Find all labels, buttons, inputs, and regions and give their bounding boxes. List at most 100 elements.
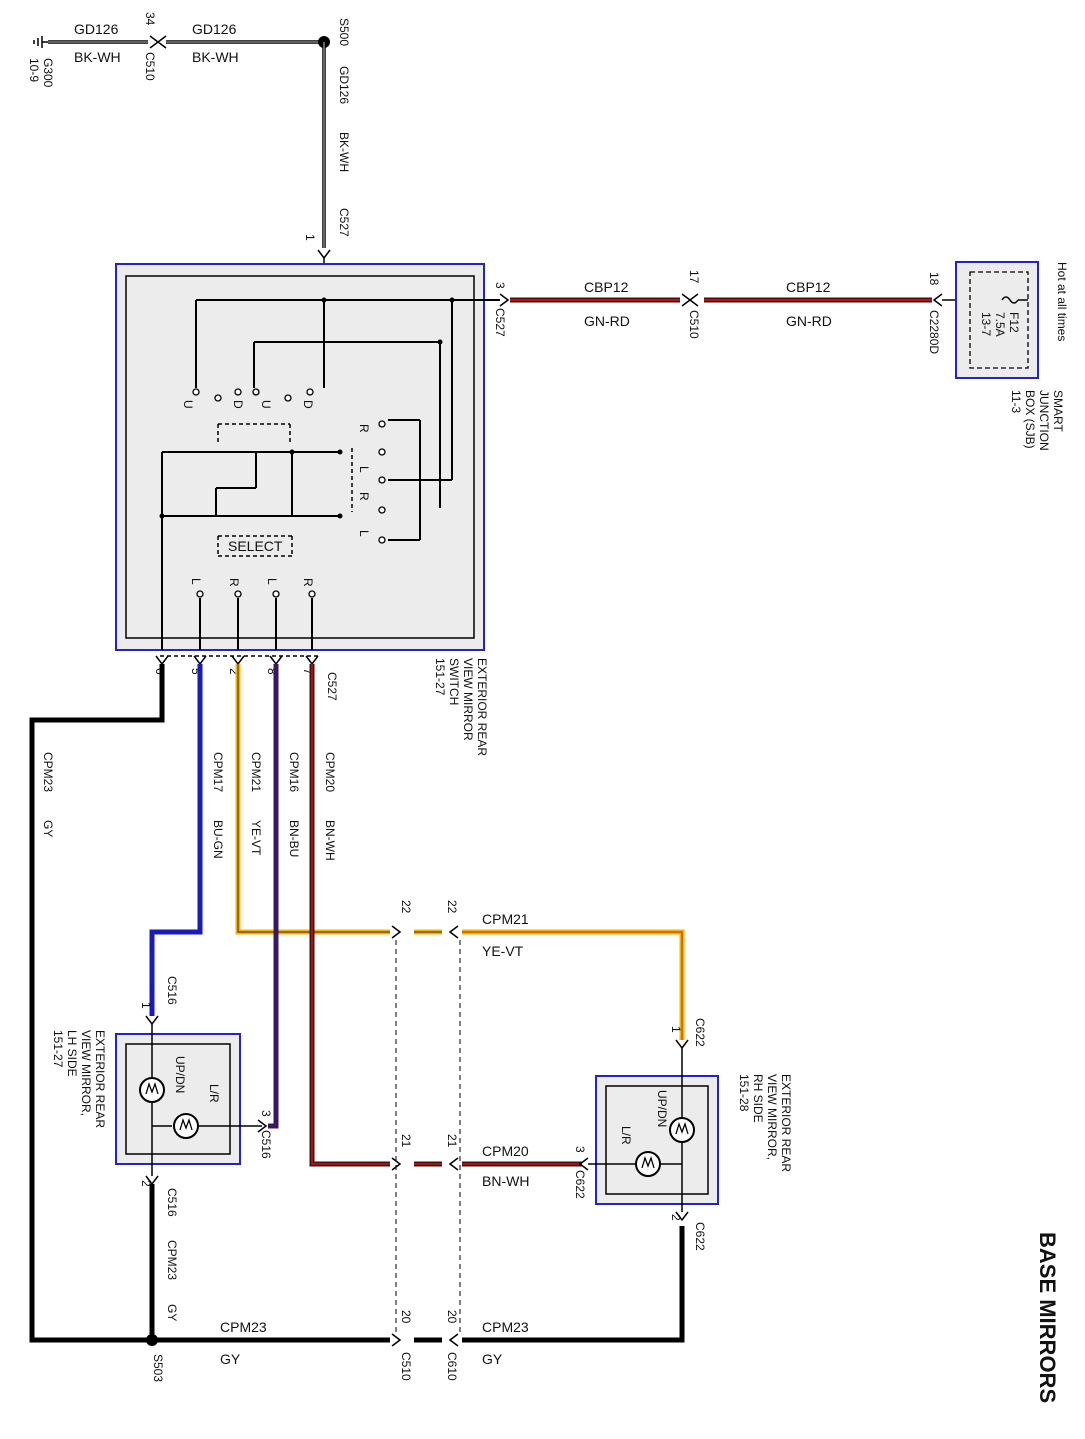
sjb-ref: 13-7 — [979, 312, 993, 336]
inline-cpm21-color: YE-VT — [482, 943, 524, 959]
inline-cpm20-wire: CPM20 — [482, 1143, 529, 1159]
rh-connector-bottom: C622 — [693, 1222, 707, 1251]
lh-name-line-3: LH SIDE — [65, 1030, 79, 1077]
inline-cpm20-pin-a: 21 — [399, 1134, 413, 1148]
lh-name-line-4: 151-27 — [51, 1030, 65, 1068]
cpm20-color: BN-WH — [323, 820, 337, 861]
vertical-feed-color: BK-WH — [337, 132, 351, 172]
lh-name-line-1: EXTERIOR REAR — [93, 1030, 107, 1128]
lh-name-line-2: VIEW MIRROR, — [79, 1030, 93, 1116]
sjb-name-line-2: JUNCTION — [1037, 390, 1051, 451]
inline-cpm20-pin-b: 21 — [445, 1134, 459, 1148]
switch-d-label-2: D — [301, 400, 315, 409]
lh-lr-label: L/R — [207, 1084, 221, 1103]
sjb-amps: 7.5A — [993, 312, 1007, 337]
mirror-switch: SELECT U D U D R L R L L R L R EXTERIOR … — [115, 263, 500, 756]
switch-name-line-3: SWITCH — [447, 658, 461, 705]
power-feed: 3 C527 CBP12 GN-RD 17 C510 CBP12 GN-RD 1… — [493, 270, 1002, 354]
lh-mirror: UP/DN L/R 1 C516 3 C516 2 C516 CPM23 GY … — [51, 976, 273, 1382]
diagram-title: BASE MIRRORS — [1035, 1232, 1060, 1403]
inline-cpm21-pin-b: 22 — [445, 900, 459, 914]
lh-updn-label: UP/DN — [173, 1056, 187, 1093]
c527-pin-3: 3 — [493, 282, 507, 289]
sjb-name-line-3: BOX (SJB) — [1023, 390, 1037, 449]
switch-l-label-bottom-2: L — [265, 578, 279, 585]
inline-cpm21-pin-a: 22 — [399, 900, 413, 914]
cpm20-wire: CPM20 — [323, 752, 337, 792]
lh-pin-2: 2 — [139, 1180, 153, 1187]
lh-connector-side: C516 — [259, 1130, 273, 1159]
sjb-name-line-4: 11-3 — [1009, 390, 1023, 413]
lh-bottom-color: GY — [165, 1304, 179, 1321]
lh-connector-bottom: C516 — [165, 1188, 179, 1217]
cpm23-left-wire: CPM23 — [41, 752, 55, 792]
switch-pin-2: 2 — [227, 668, 241, 675]
lh-bottom-wire: CPM23 — [165, 1240, 179, 1280]
switch-r-label-2: R — [357, 492, 371, 501]
cpm21-color: YE-VT — [249, 820, 263, 856]
switch-r-label-bottom-2: R — [301, 578, 315, 587]
rh-pin-2: 2 — [669, 1214, 683, 1221]
inline-cpm23-color-right: GY — [482, 1351, 503, 1367]
rh-name-line-2: VIEW MIRROR, — [765, 1074, 779, 1160]
rh-connector-top: C622 — [693, 1018, 707, 1047]
rh-updn-label: UP/DN — [655, 1090, 669, 1127]
switch-r-label-1: R — [357, 424, 371, 433]
rh-name-line-3: RH SIDE — [751, 1074, 765, 1123]
switch-l-label-bottom-1: L — [189, 578, 203, 585]
cbp12-wire-a: CBP12 — [584, 279, 629, 295]
rh-lr-label: L/R — [619, 1126, 633, 1145]
c510-right-label: C510 — [687, 310, 701, 339]
s500-label: S500 — [337, 18, 351, 46]
inline-cpm21-wire: CPM21 — [482, 911, 529, 927]
ground-id: G300 — [41, 58, 55, 88]
inline-cpm23-color-left: GY — [220, 1351, 241, 1367]
rh-name-line-4: 151-28 — [737, 1074, 751, 1112]
switch-name-line-4: 151-27 — [433, 658, 447, 696]
switch-pin-8: 8 — [265, 668, 279, 675]
lh-connector-top: C516 — [165, 976, 179, 1005]
switch-select-label: SELECT — [228, 538, 283, 554]
rh-pin-1: 1 — [669, 1026, 683, 1033]
inline-connectors: 22 22 CPM21 YE-VT 21 21 CPM20 BN-WH 20 2… — [150, 900, 685, 1381]
rh-name-line-1: EXTERIOR REAR — [779, 1074, 793, 1172]
lh-pin-3: 3 — [259, 1110, 273, 1117]
inline-c610-label: C610 — [445, 1352, 459, 1381]
inline-cpm23-wire-right: CPM23 — [482, 1319, 529, 1335]
ground-wire-color: BK-WH — [74, 49, 121, 65]
inline-c510-label: C510 — [399, 1352, 413, 1381]
c2280d-pin-18: 18 — [927, 272, 941, 286]
inline-cpm23-pin-a: 20 — [399, 1310, 413, 1324]
inline-cpm20-color: BN-WH — [482, 1173, 529, 1189]
cpm21-wire: CPM21 — [249, 752, 263, 792]
switch-pin-5: 5 — [189, 668, 203, 675]
rh-connector-side: C622 — [573, 1170, 587, 1199]
rh-mirror: UP/DN L/R 1 C622 3 C622 2 C622 EXTERIOR … — [573, 1018, 793, 1251]
switch-r-label-bottom-1: R — [227, 578, 241, 587]
output-wires: CPM23 GY CPM17 BU-GN CPM21 YE-VT CPM16 B… — [29, 664, 390, 1343]
c510-top-pin: 34 — [143, 12, 157, 26]
vertical-feed-pin: 1 — [303, 234, 317, 241]
ground-wire-name: GD126 — [74, 21, 119, 37]
cpm17-wire: CPM17 — [211, 752, 225, 792]
switch-l-label-2: L — [357, 530, 371, 537]
vertical-feed-wire: GD126 — [337, 66, 351, 104]
inline-cpm23-wire-left: CPM23 — [220, 1319, 267, 1335]
lh-pin-1: 1 — [139, 1002, 153, 1009]
sjb-fuse: F12 — [1007, 312, 1021, 333]
switch-pin-7: 7 — [301, 668, 315, 675]
vertical-feed-connector: C527 — [337, 208, 351, 237]
switch-u-label-2: U — [259, 400, 273, 409]
sjb-name-line-1: SMART — [1051, 390, 1065, 432]
cpm16-wire: CPM16 — [287, 752, 301, 792]
gd126-mid-color: BK-WH — [192, 49, 239, 65]
switch-d-label-1: D — [231, 400, 245, 409]
c510-top-name: C510 — [143, 52, 157, 81]
sjb-hot-label: Hot at all times — [1055, 262, 1069, 341]
switch-l-label-1: L — [357, 466, 371, 473]
rh-pin-3: 3 — [573, 1146, 587, 1153]
switch-name-line-2: VIEW MIRROR — [461, 658, 475, 741]
cbp12-color-b: GN-RD — [786, 313, 832, 329]
switch-name-line-1: EXTERIOR REAR — [475, 658, 489, 756]
